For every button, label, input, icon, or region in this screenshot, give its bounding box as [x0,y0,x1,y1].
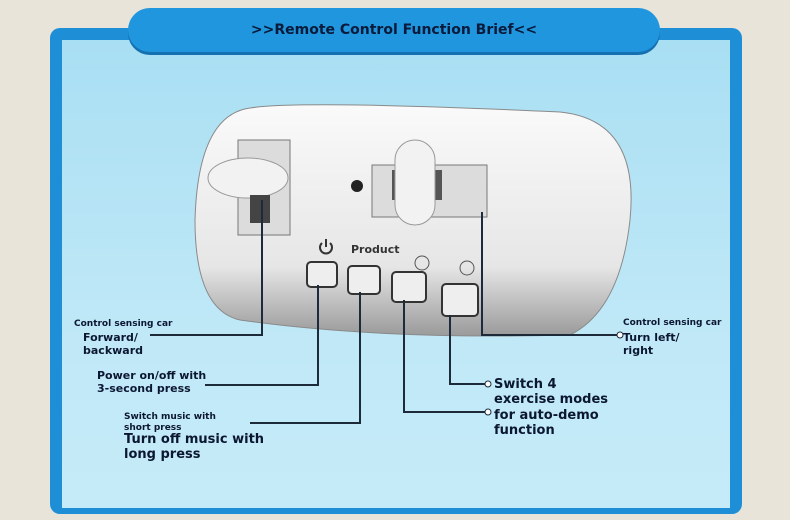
callout-line-mode [449,315,486,385]
page-title: >>Remote Control Function Brief<< [250,22,538,38]
callout-lines [150,200,618,424]
music-label: Turn off music with long press [124,432,265,463]
music-caption: Switch music with short press [124,412,216,433]
left-joystick [207,157,289,199]
callout-line-left-stick [150,200,263,336]
callout-dot-right-stick [616,331,624,339]
callout-line-power [205,285,319,386]
mode-label: Switch 4 exercise modes for auto-demo fu… [494,377,609,438]
callout-dot-auto-mode [484,408,492,416]
left-stick-caption: Control sensing car [74,319,173,329]
callout-dot-mode [484,380,492,388]
power-label: Power on/off with 3-second press [97,369,207,395]
music-button [347,265,381,295]
right-stick-caption: Control sensing car [623,318,722,328]
power-button [306,261,338,288]
auto-mode-icon [414,255,430,271]
title-banner: >>Remote Control Function Brief<< [128,8,660,52]
product-label: Product [351,243,400,256]
callout-line-music [250,292,361,424]
power-icon [319,239,333,255]
right-stick-label: Turn left/ right [623,331,680,357]
callout-line-auto-mode [403,300,486,413]
right-joystick [394,139,436,226]
indicator-led [351,180,363,192]
auto-mode-button [391,271,427,303]
left-joystick-stem [250,195,270,223]
left-stick-label: Forward/ backward [83,331,144,357]
music-mode-icon [459,260,475,276]
callout-line-right-stick [481,212,618,336]
mode-button [441,283,479,317]
